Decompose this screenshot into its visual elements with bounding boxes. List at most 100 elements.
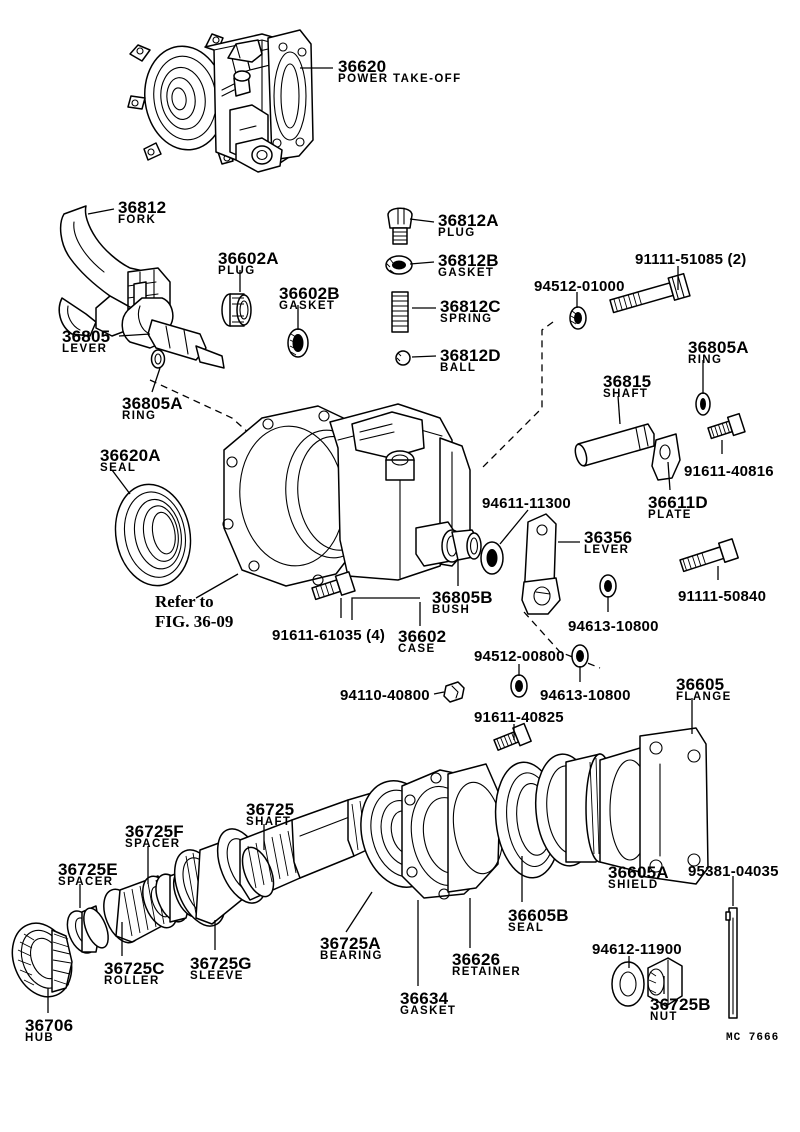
callout-94512-01000: 94512-01000 (534, 279, 625, 294)
part-36620-power-take-off (127, 29, 314, 173)
callout-number: 36602A (218, 249, 279, 268)
callout-part-name: POWER TAKE-OFF (338, 73, 462, 85)
part-36812D-ball (395, 350, 411, 366)
part-94512-00800-washer (510, 674, 528, 698)
part-36706-hub (11, 922, 73, 998)
assembly-dash-lever2 (523, 611, 601, 669)
callout-number: 36812A (438, 211, 499, 230)
callout-number: 36611D (648, 493, 708, 512)
callout-number: 94512-00800 (474, 648, 565, 665)
callout-part-name: SEAL (508, 922, 545, 934)
leader-36805A-left (151, 367, 161, 393)
callout-number: 94613-10800 (540, 687, 631, 704)
callout-part-name: SPACER (58, 876, 114, 888)
callout-number: 36805A (688, 338, 749, 357)
callout-number: 94612-11900 (592, 941, 682, 958)
callout-94613-10800: 94613-10800 (540, 688, 631, 703)
assembly-dash-washer (479, 321, 554, 471)
callout-part-name: SHIELD (608, 879, 659, 891)
callout-94110-40800: 94110-40800 (340, 688, 430, 703)
callout-part-name: RING (688, 354, 723, 366)
part-36812A-plug (387, 207, 413, 245)
part-94613-10800-upper (599, 574, 617, 598)
part-36602-case (222, 403, 482, 587)
part-36626-retainer (401, 763, 504, 900)
part-94613-10800-lower (571, 644, 589, 668)
refer-line-2: FIG. 36-09 (155, 612, 234, 632)
callout-94612-11900: 94612-11900 (592, 942, 682, 957)
part-36812B-gasket (385, 255, 413, 275)
callout-part-name: SHAFT (603, 388, 649, 400)
callout-number: 36805A (122, 394, 183, 413)
figure-footer-code: MC 7666 (726, 1032, 780, 1044)
part-91611-40825-bolt (493, 722, 532, 751)
part-36812-fork (58, 205, 171, 337)
part-36805A-ring-right (695, 392, 711, 416)
callout-number: 36725E (58, 860, 118, 879)
callout-part-name: PLUG (218, 265, 256, 277)
part-36725E-spacer (66, 905, 109, 954)
callout-number: 36605B (508, 906, 569, 925)
part-36805-lever (121, 297, 225, 369)
leader-refer-fig (195, 573, 239, 599)
callout-94611-11300: 94611-11300 (482, 496, 571, 511)
callout-part-name: NUT (650, 1011, 678, 1023)
callout-number: 36725F (125, 822, 184, 841)
callout-part-name: SLEEVE (190, 970, 244, 982)
part-36620A-seal (114, 483, 192, 587)
callout-part-name: RING (122, 410, 157, 422)
callout-part-name: BALL (440, 362, 477, 374)
callout-91611-40825: 91611-40825 (474, 710, 564, 725)
callout-part-name: LEVER (584, 544, 630, 556)
callout-number: 94613-10800 (568, 618, 659, 635)
part-94512-01000-washer (569, 306, 587, 330)
callout-number: 36706 (25, 1016, 74, 1035)
callout-part-name: BEARING (320, 950, 383, 962)
leader-36805 (118, 333, 151, 337)
leader-36812D (411, 355, 437, 358)
callout-number: 36605 (676, 675, 725, 694)
callout-number: 36812C (440, 297, 501, 316)
part-36356-lever (521, 513, 561, 615)
callout-number: 94110-40800 (340, 687, 430, 704)
callout-number: 94611-11300 (482, 495, 571, 512)
callout-number: 95381-04035 (688, 863, 779, 880)
leader-36620A (111, 469, 131, 495)
part-36815-shaft (574, 423, 655, 467)
part-36602A-plug (221, 293, 252, 327)
callout-number: 36815 (603, 372, 652, 391)
part-91111-50840-bolt (679, 538, 739, 573)
callout-number: 36812B (438, 251, 499, 270)
callout-number: 36725 (246, 800, 295, 819)
callout-number: 36605A (608, 863, 669, 882)
callout-part-name: ROLLER (104, 975, 160, 987)
callout-91111-510852: 91111-51085 (2) (635, 252, 746, 267)
callout-number: 36812D (440, 346, 501, 365)
callout-number: 36805B (432, 588, 493, 607)
callout-part-name: SHAFT (246, 816, 292, 828)
leader-36611D (667, 461, 671, 491)
callout-94613-10800: 94613-10800 (568, 619, 659, 634)
part-95381-04035-pin (725, 907, 738, 1019)
callout-number: 36725G (190, 954, 252, 973)
callout-part-name: SPACER (125, 838, 181, 850)
callout-number: 36356 (584, 528, 633, 547)
part-91111-51085-bolt (609, 272, 691, 314)
leader-94110-40800 (433, 691, 445, 695)
callout-part-name: GASKET (279, 300, 336, 312)
